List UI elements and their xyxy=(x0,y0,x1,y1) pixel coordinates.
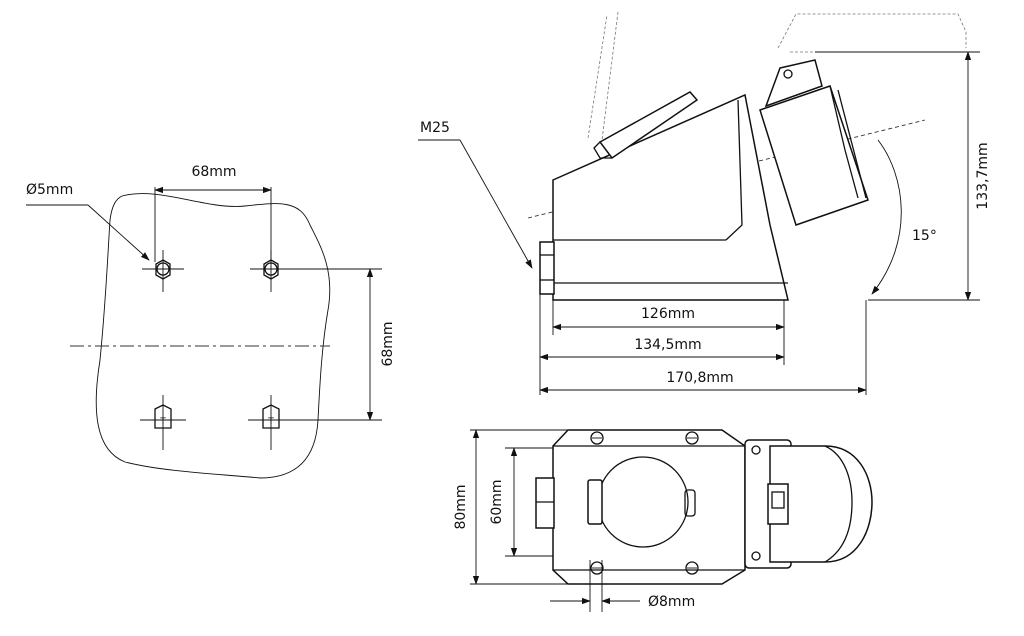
keyhole-bottom-left xyxy=(154,404,172,429)
slot-diameter-label: Ø8mm xyxy=(648,594,695,610)
mounting-template: T T 68mm Ø5mm 68mm xyxy=(26,164,396,479)
hole-spacing-vertical-label: 68mm xyxy=(380,321,396,366)
mounting-hole xyxy=(142,250,184,292)
open-lid-ghost xyxy=(587,11,967,141)
depth-126-label: 126mm xyxy=(641,306,695,322)
height-133-label: 133,7mm xyxy=(975,142,991,209)
angle-label: 15° xyxy=(912,228,937,244)
hole-diameter-label: Ø5mm xyxy=(26,182,73,198)
mounting-hole: T xyxy=(248,395,294,450)
mounting-hole: T xyxy=(140,395,186,450)
side-view: 15° M25 126mm 134,5mm 170,8mm xyxy=(418,11,991,395)
hole-spacing-horizontal-label: 68mm xyxy=(191,164,236,180)
width-80-label: 80mm xyxy=(453,484,469,529)
depth-134-label: 134,5mm xyxy=(634,337,701,353)
width-60-label: 60mm xyxy=(489,479,505,524)
cable-gland-label: M25 xyxy=(420,120,450,136)
wall-outline xyxy=(95,193,331,479)
keyhole-bottom-right xyxy=(262,404,280,429)
depth-170-label: 170,8mm xyxy=(666,370,733,386)
top-view: 80mm 60mm Ø8mm xyxy=(453,429,873,612)
cable-gland xyxy=(539,241,555,295)
